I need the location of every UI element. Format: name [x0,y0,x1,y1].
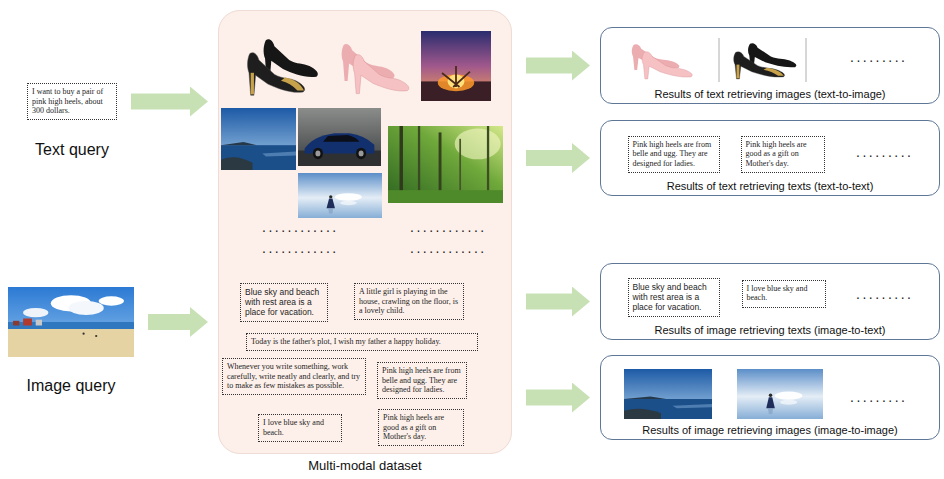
ellipsis-mark: ......... [856,145,914,160]
ellipsis-mark: ............ [262,220,339,235]
ellipsis-mark: ............ [410,241,487,256]
text-box: Blue sky and beach with rest area is a p… [628,278,720,317]
panel-caption: Results of text retrieving texts (text-t… [601,180,939,193]
text-box: Pink high heels are good as a gift on Mo… [741,136,825,173]
sea-photo [624,369,712,419]
text-box: Whenever you write something, work caref… [222,358,366,395]
text-box: I love blue sky and beach. [742,280,826,308]
panel-caption: Results of image retrieving texts (image… [601,324,939,337]
text-box: Blue sky and beach with rest area is a p… [240,283,328,322]
ellipsis-mark: ......... [850,50,908,65]
ellipsis-mark: ......... [850,390,908,405]
sample-text: Pink high heels are good as a gift on Mo… [746,140,820,169]
sample-text: Pink high heels are from belle and ugg. … [382,366,462,395]
query-text: I want to buy a pair of pink high heels,… [32,87,112,116]
girl-photo [298,173,382,218]
text-box: I love blue sky and beach. [258,414,342,442]
flow-arrow [148,314,190,330]
query-label: Image query [27,377,116,395]
flow-arrow [526,58,572,74]
ellipsis-mark: ......... [856,287,914,302]
sunset-photo [421,31,491,101]
text-box: Pink high heels are from belle and ugg. … [628,136,720,173]
forest-photo [388,126,503,203]
sample-text: I love blue sky and beach. [263,418,337,437]
flow-arrow [131,94,190,110]
text-box: A little girl is playing in the house, c… [354,283,464,320]
text-box: Today is the father's plot, I wish my fa… [246,333,478,351]
panel-caption: Results of text retrieving images (text-… [601,88,939,101]
beach-photo [8,287,134,357]
sample-text: A little girl is playing in the house, c… [359,287,459,316]
sample-text: Pink high heels are from belle and ugg. … [633,140,715,169]
sea-photo [221,108,296,170]
car-photo [298,108,381,166]
heels-photo [632,44,692,79]
ellipsis-mark: ............ [262,241,339,256]
panel-caption: Results of image retrieving images (imag… [601,424,939,437]
divider [806,38,807,82]
flow-arrow [526,390,572,406]
dataset-ground [218,10,512,454]
text-box: Pink high heels are good as a gift on Mo… [378,409,464,446]
dataset-caption: Multi-modal dataset [308,459,421,474]
girl-photo [737,369,823,419]
heels-photo [248,39,318,95]
flow-arrow [526,294,572,310]
sample-text: Pink high heels are good as a gift on Mo… [383,413,459,442]
flow-arrow [526,150,572,166]
result-panel: Results of text retrieving images (text-… [600,27,940,104]
sample-text: I love blue sky and beach. [747,284,821,303]
image-query: Image query [8,287,134,357]
query-label: Text query [35,141,109,159]
sample-text: Whenever you write something, work caref… [227,362,361,391]
query-text-box: I want to buy a pair of pink high heels,… [27,83,117,120]
heels-photo [342,44,409,94]
sample-text: Blue sky and beach with rest area is a p… [633,282,715,313]
text-box: Pink high heels are from belle and ugg. … [377,362,467,399]
ellipsis-mark: ............ [410,220,487,235]
sample-text: Today is the father's plot, I wish my fa… [251,337,473,347]
sample-text: Blue sky and beach with rest area is a p… [245,287,323,318]
heels-photo [734,43,797,79]
divider [719,38,720,82]
